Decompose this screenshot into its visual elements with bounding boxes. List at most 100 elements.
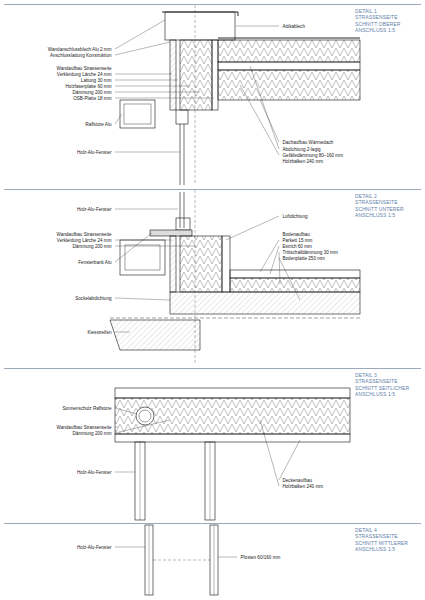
annotation-label: Sonnenschutz Raffstore [62,406,112,411]
drawing-stroke [170,40,176,110]
drawing-stroke [210,442,211,520]
annotation-label: Fensterbank Alu [78,260,112,265]
annotation-label: Deckenaufbau [282,478,313,483]
drawing-stroke [115,20,300,557]
drawing-stroke [110,320,200,350]
drawing-stroke [115,209,178,210]
drawing-stroke [270,246,279,274]
annotation-label: Bodenaufbau [282,232,310,237]
annotation-label: Gefälledämmung 80–160 mm [282,153,344,158]
drawing-stroke [115,42,170,55]
drawing-stroke [205,442,215,520]
drawing-stroke [115,398,350,434]
annotation-label: Lattung 30 mm [80,78,112,83]
drawing-stroke [124,104,151,124]
drawing-stroke [115,114,122,124]
annotation-label: Dämmung 200 mm [72,90,112,95]
annotation-label: Dämmung 200 mm [72,244,112,249]
annotation-label: Bodenplatte 250 mm [282,256,325,261]
annotation-label: Holzbalken 240 mm [282,484,324,489]
drawing-stroke [260,100,279,142]
drawing-stroke [115,472,135,473]
drawing-stroke [162,12,238,16]
annotation-label: Holz-Alu-Fenster [77,150,112,155]
drawing-stroke [214,525,215,595]
drawing-stroke [279,252,280,284]
drawing-stroke [218,38,360,39]
drawing-stroke [120,240,165,275]
drawing-stroke [115,427,118,428]
annotation-label: Wandaufbau Strassenseite [56,425,112,430]
drawing-stroke [218,557,237,558]
annotation-label: OSB-Platte 18 mm [73,96,112,101]
annotation-label: Wandaufbau Strassenseite [56,66,112,71]
annotation-label: Anschlusslattung Konstruktion [49,53,112,58]
annotation-label: Holzbalken 240 mm [282,159,324,164]
drawing-stroke [110,5,360,595]
drawing-stroke [279,440,300,480]
detail-title: DETAIL 1 STRASSENSEITE SCHNITT OBERER AN… [355,8,417,33]
drawing-stroke [145,525,153,595]
detail-title: DETAIL 4 STRASSENSEITE SCHNITT MITTLERER… [355,527,417,552]
drawing-stroke [149,525,150,595]
drawing-stroke [180,236,222,292]
drawing-stroke [136,407,154,425]
annotation-label: Raffstore Alu [85,122,112,127]
drawing-stroke [180,192,181,228]
drawing-stroke [170,236,176,292]
annotation-label: Verkleidung Lärche 24 mm [56,72,112,77]
drawing-stroke [170,292,360,314]
drawing-stroke [115,434,350,442]
annotation-label: Wandaufbau Strassenseite [56,232,112,237]
drawing-stroke [115,152,180,153]
annotation-label: Verkleidung Lärche 24 mm [56,238,112,243]
drawing-stroke [195,190,196,365]
drawing-stroke [222,236,230,292]
drawing-stroke [218,62,360,70]
annotation-label: Abdichtung 2-lagig [282,147,321,152]
drawing-stroke [176,110,188,124]
drawing-stroke [115,74,172,75]
annotation-label: Dämmung 200 mm [72,431,112,436]
drawing-stroke [176,218,190,230]
drawing-stroke [115,80,178,81]
drawing-stroke [240,85,279,155]
annotation-label: Holz-Alu-Fenster [77,470,112,475]
annotation-label: Trittschalldämmung 30 mm [282,250,338,255]
drawing-stroke [210,525,218,595]
drawing-stroke [140,442,141,520]
drawing-stroke [165,12,235,40]
drawing-stroke [226,216,279,240]
annotation-label: Sockelabdichtung [75,296,112,301]
drawing-stroke [115,233,152,262]
annotation-label: Attikablech [282,24,305,29]
drawing-stroke [180,124,181,185]
drawing-stroke [115,98,214,99]
annotation-label: Kiesstreifen [87,330,112,335]
drawing-stroke [279,258,300,300]
annotation-label: Dachaufbau Wärmedach [282,140,334,145]
detail-title: DETAIL 2 STRASSENSEITE SCHNITT UNTERER A… [355,193,417,218]
annotation-label: Holz-Alu-Fenster [77,545,112,550]
annotation-label: Luftdichtung [282,214,308,219]
drawing-stroke [150,230,192,236]
drawing-stroke [212,40,218,110]
drawing-stroke [115,420,170,433]
detail-panel: DETAIL 1 STRASSENSEITE SCHNITT OBERER AN… [4,4,421,187]
drawing-stroke [115,388,350,398]
drawing-stroke [115,547,145,548]
drawing-stroke [115,92,200,93]
drawing-stroke [135,442,145,520]
drawing-stroke [218,40,360,62]
drawing-stroke [115,332,130,333]
drawing-stroke [184,124,185,185]
drawing-stroke [110,318,360,319]
drawing-stroke [125,245,160,270]
drawing-stroke [115,20,165,49]
annotation-label: Holzfaserplatte 60 mm [65,84,112,89]
drawing-stroke [236,26,279,27]
annotation-label: Estrich 60 mm [282,244,312,249]
annotation-label: Holz-Alu-Fenster [77,207,112,212]
annotation-label: Parkett 15 mm [282,238,313,243]
